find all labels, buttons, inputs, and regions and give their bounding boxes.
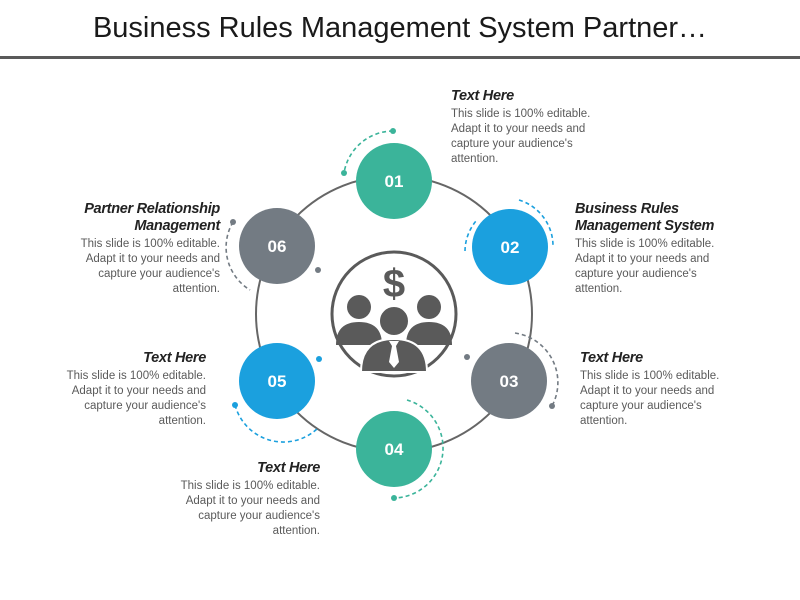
block-heading: Business Rules Management System	[575, 201, 715, 234]
block-body: This slide is 100% editable. Adapt it to…	[66, 370, 206, 427]
step-node-06: 06	[225, 208, 321, 291]
step-number-02: 02	[501, 238, 520, 257]
step-node-03: 03	[464, 332, 559, 419]
step-number-01: 01	[385, 172, 404, 191]
step-number-05: 05	[268, 372, 287, 391]
step-node-02: 02	[464, 199, 554, 285]
text-block-03: Text Here This slide is 100% editable. A…	[580, 350, 740, 429]
block-heading: Text Here	[143, 350, 206, 366]
step-number-06: 06	[268, 237, 287, 256]
block-heading: Partner Relationship Management	[84, 201, 220, 234]
text-block-02: Business Rules Management System This sl…	[575, 201, 745, 297]
text-block-05: Text Here This slide is 100% editable. A…	[36, 350, 207, 429]
block-body: This slide is 100% editable. Adapt it to…	[451, 108, 591, 165]
text-block-04: Text Here This slide is 100% editable. A…	[150, 460, 321, 539]
svg-text:$: $	[383, 262, 405, 306]
slide-title: Business Rules Management System Partner…	[92, 12, 708, 44]
title-divider	[0, 56, 800, 59]
block-heading: Text Here	[257, 460, 320, 476]
block-body: This slide is 100% editable. Adapt it to…	[80, 238, 220, 295]
block-body: This slide is 100% editable. Adapt it to…	[575, 238, 715, 295]
text-block-01: Text Here This slide is 100% editable. A…	[451, 88, 621, 167]
step-number-03: 03	[500, 372, 519, 391]
text-block-06: Partner Relationship Management This sli…	[50, 201, 221, 297]
step-node-01: 01	[341, 128, 432, 219]
step-node-04: 04	[356, 399, 444, 501]
step-node-05: 05	[232, 343, 322, 443]
block-body: This slide is 100% editable. Adapt it to…	[180, 480, 320, 537]
block-heading: Text Here	[580, 350, 643, 366]
block-heading: Text Here	[451, 88, 514, 104]
step-number-04: 04	[385, 440, 404, 459]
business-people-dollar-icon: $	[330, 250, 458, 378]
block-body: This slide is 100% editable. Adapt it to…	[580, 370, 720, 427]
